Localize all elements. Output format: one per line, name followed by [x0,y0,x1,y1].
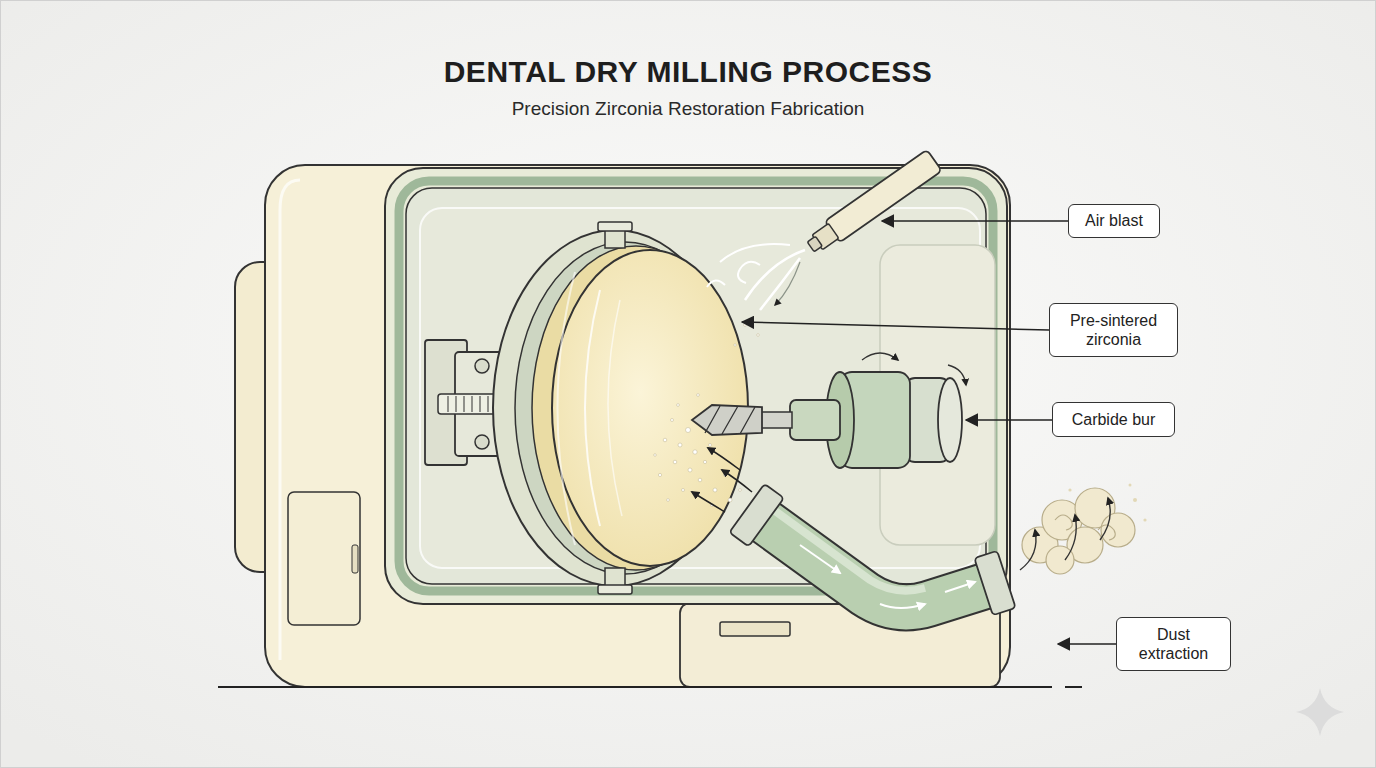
pipe-mouth [729,484,784,547]
clamp-bolt [475,359,489,373]
pipe-outline [752,512,998,607]
exhaust-arrow [1020,530,1036,570]
bur-shank [760,412,792,428]
screw-thread [448,396,496,412]
suction-arrow [708,448,740,470]
extraction-pipe [752,512,998,607]
air-nozzle [803,150,942,258]
drawer-handle [720,622,790,636]
callout-text: Air blast [1085,211,1143,230]
ground-line [1065,686,1082,688]
diagram-title: DENTAL DRY MILLING PROCESS [0,55,1376,89]
air-swirl [738,262,760,283]
nozzle-body [825,150,942,243]
flow-arrow [800,545,840,573]
subtitle-label: Precision Zirconia Restoration Fabricati… [388,98,988,120]
callout-text: Dust extraction [1125,625,1222,663]
ground-line [218,686,1052,688]
pipe-collar [729,484,784,547]
dust-specks [1068,484,1146,522]
machine-body [265,165,1010,687]
door-latch [352,545,358,573]
bur-spiral [705,406,755,434]
dust-particles [654,324,760,507]
disk-contour [585,290,600,526]
callout-box: Pre-sintered zirconia [1049,303,1178,357]
window-frame [385,168,1007,604]
callout-text: Pre-sintered zirconia [1058,311,1169,349]
air-swirl [707,280,725,287]
pipe-outlet [974,551,1015,615]
air-stream [760,258,800,310]
pipe-collar [974,551,1015,615]
rotation-arrow [948,365,966,385]
bottom-clamp [605,568,625,586]
suction-arrow [722,470,752,492]
callout-text: Carbide bur [1072,410,1156,429]
exhaust-arrow [1065,515,1076,560]
leader-line [966,419,1052,421]
air-stream [720,244,790,262]
side-door [288,492,360,625]
collet [790,400,840,440]
disk-contour [558,272,576,545]
leader-line [882,220,1068,222]
spindle-end [938,378,962,462]
pipe-highlight [760,500,925,591]
top-clamp [605,230,625,248]
flow-arrow [945,582,975,592]
nozzle-orifice [807,236,822,252]
callout-box: Air blast [1068,204,1160,238]
leader-line [1058,643,1116,645]
exhaust-arrow [1100,498,1110,540]
dust-cloud [1022,488,1135,574]
callout-box: Carbide bur [1052,402,1175,437]
air-arrow [775,262,800,305]
rotation-arrow [862,353,898,360]
bottom-clamp-head [598,585,632,594]
cloud-swirl [1055,515,1072,530]
bur-flutes [692,405,762,435]
leader-line [742,322,1049,330]
clamp-bolt [475,435,489,449]
disk-contour [608,300,622,516]
top-clamp-head [598,222,632,231]
flow-arrow [880,604,925,608]
suction-arrow [692,492,725,512]
callout-box: Dust extraction [1116,617,1231,671]
sparkle-mark [1296,688,1344,736]
